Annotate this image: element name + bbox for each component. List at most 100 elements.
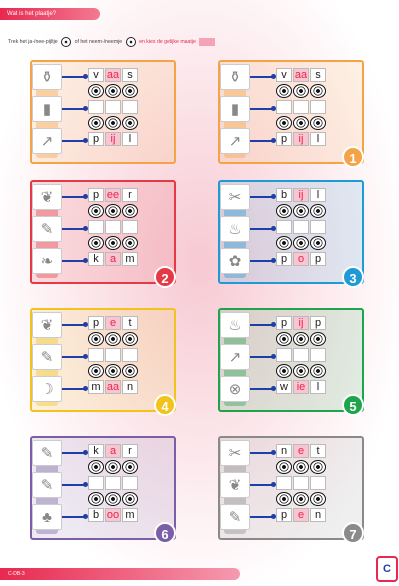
soccer-ball-icon[interactable] — [293, 204, 309, 218]
connector-dot[interactable] — [83, 514, 88, 519]
connector-dot[interactable] — [83, 450, 88, 455]
soccer-ball-icon[interactable] — [88, 364, 104, 378]
connector-dot[interactable] — [271, 74, 276, 79]
letter-cell[interactable] — [276, 220, 292, 234]
soccer-ball-icon[interactable] — [276, 236, 292, 250]
soccer-ball-icon[interactable] — [88, 236, 104, 250]
connector-dot[interactable] — [271, 322, 276, 327]
connector-dot[interactable] — [271, 106, 276, 111]
letter-cell[interactable] — [122, 348, 138, 362]
letter-cell[interactable] — [88, 476, 104, 490]
letter-cell[interactable] — [88, 220, 104, 234]
connector-dot[interactable] — [83, 226, 88, 231]
letter-cell: n — [310, 508, 326, 522]
soccer-ball-icon[interactable] — [310, 116, 326, 130]
soccer-ball-icon[interactable] — [310, 84, 326, 98]
letter-cell[interactable] — [276, 476, 292, 490]
connector-dot[interactable] — [83, 194, 88, 199]
letter-cell[interactable] — [310, 220, 326, 234]
soccer-ball-icon[interactable] — [122, 332, 138, 346]
picture-icon: ▮ — [220, 96, 250, 122]
soccer-ball-icon[interactable] — [105, 204, 121, 218]
letter-cell[interactable] — [310, 100, 326, 114]
soccer-ball-icon[interactable] — [105, 364, 121, 378]
soccer-ball-icon[interactable] — [105, 332, 121, 346]
connector-dot[interactable] — [271, 354, 276, 359]
letter-cell[interactable] — [310, 476, 326, 490]
ball-row — [276, 236, 327, 250]
soccer-ball-icon[interactable] — [105, 116, 121, 130]
soccer-ball-icon[interactable] — [122, 460, 138, 474]
connector-dot[interactable] — [83, 138, 88, 143]
letter-cell[interactable] — [88, 348, 104, 362]
connector-dot[interactable] — [83, 386, 88, 391]
letter-cell[interactable] — [105, 348, 121, 362]
soccer-ball-icon[interactable] — [293, 364, 309, 378]
connector-dot[interactable] — [83, 482, 88, 487]
soccer-ball-icon[interactable] — [88, 116, 104, 130]
letter-cell[interactable] — [88, 100, 104, 114]
soccer-ball-icon[interactable] — [310, 236, 326, 250]
soccer-ball-icon[interactable] — [293, 236, 309, 250]
soccer-ball-icon[interactable] — [276, 492, 292, 506]
connector-dot[interactable] — [83, 322, 88, 327]
connector-dot[interactable] — [271, 482, 276, 487]
soccer-ball-icon[interactable] — [122, 116, 138, 130]
soccer-ball-icon[interactable] — [310, 364, 326, 378]
letter-cell[interactable] — [105, 220, 121, 234]
soccer-ball-icon[interactable] — [276, 460, 292, 474]
soccer-ball-icon[interactable] — [105, 460, 121, 474]
soccer-ball-icon[interactable] — [276, 332, 292, 346]
connector-dot[interactable] — [271, 258, 276, 263]
soccer-ball-icon[interactable] — [293, 116, 309, 130]
letter-cell[interactable] — [105, 476, 121, 490]
soccer-ball-icon[interactable] — [276, 116, 292, 130]
soccer-ball-icon[interactable] — [276, 204, 292, 218]
letter-cell[interactable] — [293, 100, 309, 114]
connector-dot[interactable] — [271, 514, 276, 519]
soccer-ball-icon[interactable] — [88, 84, 104, 98]
connector-dot[interactable] — [83, 258, 88, 263]
soccer-ball-icon[interactable] — [276, 364, 292, 378]
letter-cell[interactable] — [310, 348, 326, 362]
connector-dot[interactable] — [83, 106, 88, 111]
connector-dot[interactable] — [83, 354, 88, 359]
soccer-ball-icon[interactable] — [88, 332, 104, 346]
soccer-ball-icon[interactable] — [276, 84, 292, 98]
soccer-ball-icon[interactable] — [310, 332, 326, 346]
connector-dot[interactable] — [83, 74, 88, 79]
soccer-ball-icon[interactable] — [293, 460, 309, 474]
soccer-ball-icon[interactable] — [105, 84, 121, 98]
letter-cell[interactable] — [293, 348, 309, 362]
soccer-ball-icon[interactable] — [105, 492, 121, 506]
letter-cell[interactable] — [276, 100, 292, 114]
soccer-ball-icon[interactable] — [122, 84, 138, 98]
soccer-ball-icon[interactable] — [310, 460, 326, 474]
letter-cell[interactable] — [122, 220, 138, 234]
letter-cell[interactable] — [276, 348, 292, 362]
connector-dot[interactable] — [271, 194, 276, 199]
letter-cell[interactable] — [293, 476, 309, 490]
soccer-ball-icon[interactable] — [88, 204, 104, 218]
connector-dot[interactable] — [271, 450, 276, 455]
soccer-ball-icon[interactable] — [122, 364, 138, 378]
soccer-ball-icon[interactable] — [310, 492, 326, 506]
letter-cell[interactable] — [122, 476, 138, 490]
connector-dot[interactable] — [271, 138, 276, 143]
soccer-ball-icon[interactable] — [310, 204, 326, 218]
soccer-ball-icon[interactable] — [293, 492, 309, 506]
letter-cell[interactable] — [122, 100, 138, 114]
soccer-ball-icon[interactable] — [105, 236, 121, 250]
soccer-ball-icon[interactable] — [88, 460, 104, 474]
soccer-ball-icon[interactable] — [293, 332, 309, 346]
connector-dot[interactable] — [271, 386, 276, 391]
letter-cell[interactable] — [293, 220, 309, 234]
soccer-ball-icon[interactable] — [293, 84, 309, 98]
connector-dot[interactable] — [271, 226, 276, 231]
soccer-ball-icon[interactable] — [122, 492, 138, 506]
soccer-ball-icon[interactable] — [88, 492, 104, 506]
letter-cell[interactable] — [105, 100, 121, 114]
soccer-ball-icon[interactable] — [122, 204, 138, 218]
soccer-ball-icon[interactable] — [122, 236, 138, 250]
